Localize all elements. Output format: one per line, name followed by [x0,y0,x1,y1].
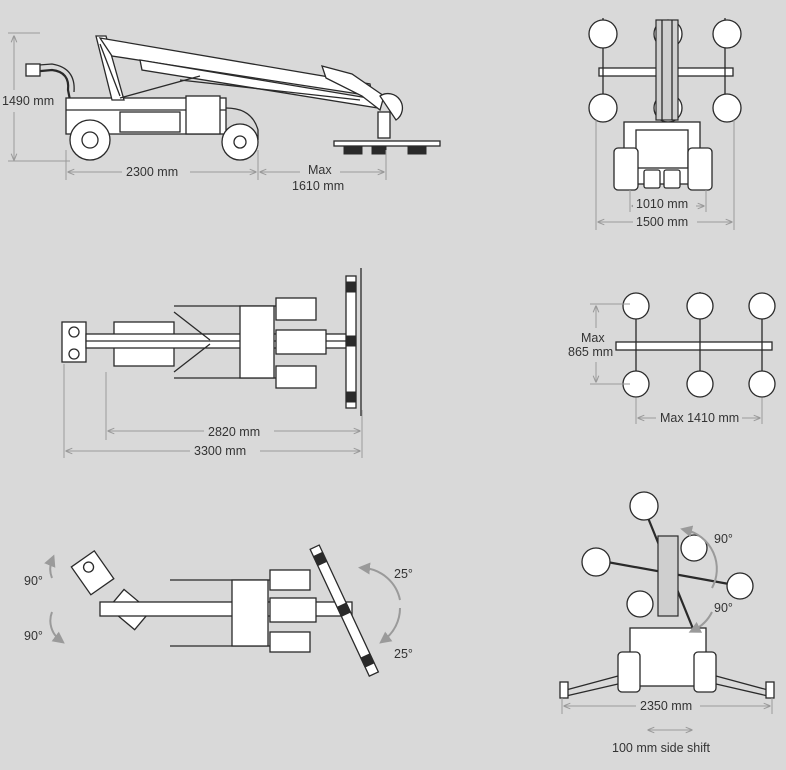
label-top-inner: 2820 mm [208,425,260,439]
label-top-total: 3300 mm [194,444,246,458]
label-tilt-top: 25° [394,567,413,581]
label-rotate-left-bottom: 90° [24,629,43,643]
dimension-front-inner: 1010 mm [629,190,707,212]
label-front-rotate-top: 90° [714,532,733,546]
label-front-rotate-bottom: 90° [714,601,733,615]
label-pad-height-prefix: Max [581,331,605,345]
rotation-view: 90° 90° 25° 25° [24,544,413,678]
dimension-side-shift: 100 mm side shift [612,730,710,755]
dimension-pad-width: Max 1410 mm [635,398,763,425]
label-side-reach: 1610 mm [292,179,344,193]
dimension-side-length: 2300 mm [65,150,259,180]
dimension-side-height: 1490 mm [2,32,70,162]
front-view: 1010 mm 1500 mm [588,18,742,230]
label-pad-width: Max 1410 mm [660,411,739,425]
label-front-width: 2350 mm [640,699,692,713]
label-side-length: 2300 mm [126,165,178,179]
dimension-top-total: 3300 mm [63,364,360,458]
dimension-front-outer: 1500 mm [595,120,735,230]
top-view: 2820 mm 3300 mm [61,268,363,458]
label-front-inner: 1010 mm [636,197,688,211]
dimension-side-reach: Max 1610 mm [260,150,387,193]
side-view: 1490 mm [2,32,441,193]
label-side-height: 1490 mm [2,94,54,108]
front-rotation-view: 90° 90° 2350 mm 100 mm side shift [559,491,775,755]
label-side-shift: 100 mm side shift [612,741,710,755]
label-side-reach-prefix: Max [308,163,332,177]
label-tilt-bottom: 25° [394,647,413,661]
dimension-pad-height: Max 865 mm [568,303,630,385]
side-machine [25,35,441,161]
label-rotate-left-top: 90° [24,574,43,588]
label-pad-height: 865 mm [568,345,613,359]
dimension-front-width: 2350 mm [561,698,773,714]
pad-layout-view: Max 865 mm Max 1410 mm [568,292,776,425]
front-body [613,121,713,191]
label-front-outer: 1500 mm [636,215,688,229]
front-vacuum-pads [588,18,742,123]
dimension-top-inner: 2820 mm [105,372,363,458]
